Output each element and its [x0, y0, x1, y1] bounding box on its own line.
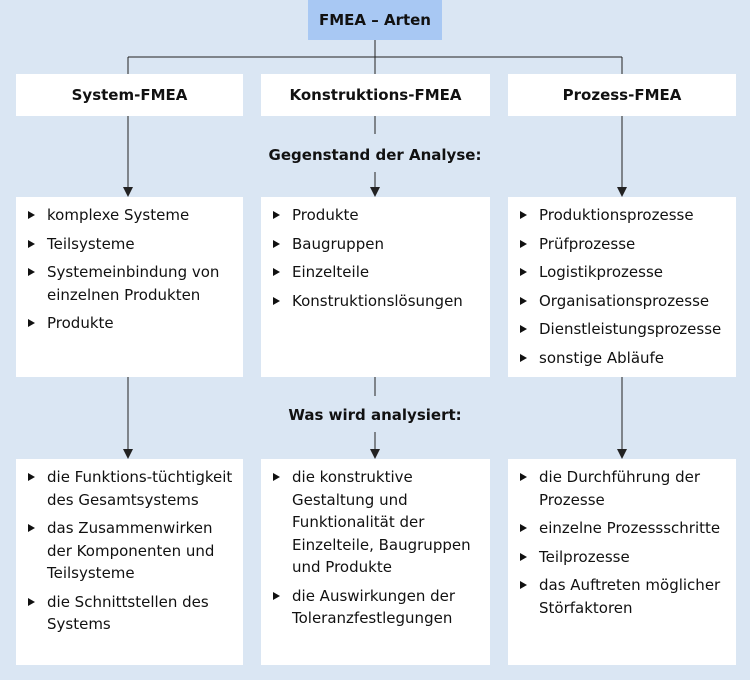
list-item: Produkte	[273, 204, 486, 227]
construction-analyzed-box: die konstruktive Gestaltung und Funktion…	[261, 459, 490, 665]
heading-konstruktions-fmea: Konstruktions-FMEA	[261, 74, 490, 116]
section-label-analyzed: Was wird analysiert:	[200, 405, 550, 425]
list-item: Produkte	[28, 312, 239, 335]
list-item: die Auswirkungen der Toleranzfestlegunge…	[273, 585, 486, 630]
list-item: Systemeinbindung von einzelnen Produkten	[28, 261, 239, 306]
list-item: Organisationsprozesse	[520, 290, 732, 313]
list-item: Dienstleistungsprozesse	[520, 318, 732, 341]
list-item: Einzelteile	[273, 261, 486, 284]
list-item: Teilprozesse	[520, 546, 732, 569]
list-item: Konstruktionslösungen	[273, 290, 486, 313]
system-analyzed-box: die Funktions-tüchtigkeit des Gesamtsyst…	[16, 459, 243, 665]
list-item: das Auftreten möglicher Störfaktoren	[520, 574, 732, 619]
list-item: die Schnittstellen des Systems	[28, 591, 239, 636]
list-item: Prüfprozesse	[520, 233, 732, 256]
system-objects-box: komplexe Systeme Teilsysteme Systemeinbi…	[16, 197, 243, 377]
list-item: die Durchführung der Prozesse	[520, 466, 732, 511]
list-item: Teilsysteme	[28, 233, 239, 256]
section-label-object: Gegenstand der Analyse:	[200, 145, 550, 165]
heading-system-fmea: System-FMEA	[16, 74, 243, 116]
construction-objects-box: Produkte Baugruppen Einzelteile Konstruk…	[261, 197, 490, 377]
list-item: komplexe Systeme	[28, 204, 239, 227]
process-objects-box: Produktionsprozesse Prüfprozesse Logisti…	[508, 197, 736, 377]
list-item: die Funktions-tüchtigkeit des Gesamtsyst…	[28, 466, 239, 511]
list-item: einzelne Prozessschritte	[520, 517, 732, 540]
heading-prozess-fmea: Prozess-FMEA	[508, 74, 736, 116]
list-item: Baugruppen	[273, 233, 486, 256]
list-item: sonstige Abläufe	[520, 347, 732, 370]
list-item: das Zusammenwirken der Komponenten und T…	[28, 517, 239, 585]
list-item: die konstruktive Gestaltung und Funktion…	[273, 466, 486, 579]
list-item: Logistikprozesse	[520, 261, 732, 284]
list-item: Produktionsprozesse	[520, 204, 732, 227]
diagram-title: FMEA – Arten	[308, 0, 442, 40]
process-analyzed-box: die Durchführung der Prozesse einzelne P…	[508, 459, 736, 665]
